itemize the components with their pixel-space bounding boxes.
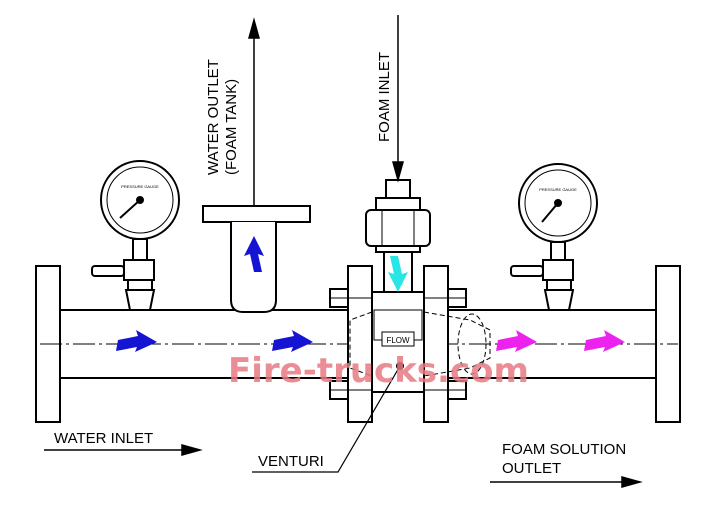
watermark: Fire-trucks.com: [228, 351, 529, 391]
foam-inlet-connector: [365, 179, 431, 253]
venturi-assembly: [329, 247, 467, 423]
foam-flow-arrow: [388, 256, 408, 292]
flow-tag-text: FLOW: [386, 336, 410, 345]
water-outlet-arrow: [244, 236, 264, 272]
water-outlet-label-line1: WATER OUTLET: [205, 59, 222, 175]
venturi-flange-right: [423, 265, 449, 423]
pressure-gauge-right: [510, 163, 598, 311]
pressure-gauge-left: [91, 160, 180, 311]
solution-flow-arrow-1: [496, 330, 537, 352]
venturi-cone-outline: [349, 311, 491, 377]
venturi-leader: [252, 362, 404, 473]
foam-solution-label-line2: OUTLET: [502, 460, 561, 477]
water-inlet-label: WATER INLET: [54, 430, 153, 447]
water-inlet-arrowhead: [181, 444, 203, 456]
venturi-label: VENTURI: [258, 453, 324, 470]
solution-flow-arrow-2: [584, 330, 625, 352]
water-flow-arrow-2: [272, 330, 313, 352]
foam-inlet-arrowhead: [392, 161, 404, 183]
solution-outlet-arrowhead: [621, 476, 643, 488]
venturi-flange-left: [347, 265, 373, 423]
water-outlet-arrowhead: [248, 17, 260, 39]
gauge-label-left: PRESSURE GAUGE: [121, 184, 159, 189]
foam-inlet-label: FOAM INLET: [376, 52, 393, 142]
gauge-label-right: PRESSURE GAUGE: [539, 187, 577, 192]
flow-arrows: [116, 236, 625, 352]
water-flow-arrow-1: [116, 330, 157, 352]
foam-solution-label-line1: FOAM SOLUTION: [502, 441, 626, 458]
direction-arrows: [44, 15, 643, 488]
water-outlet-label-line2: (FOAM TANK): [223, 79, 240, 175]
flow-tag: FLOW: [381, 331, 415, 347]
